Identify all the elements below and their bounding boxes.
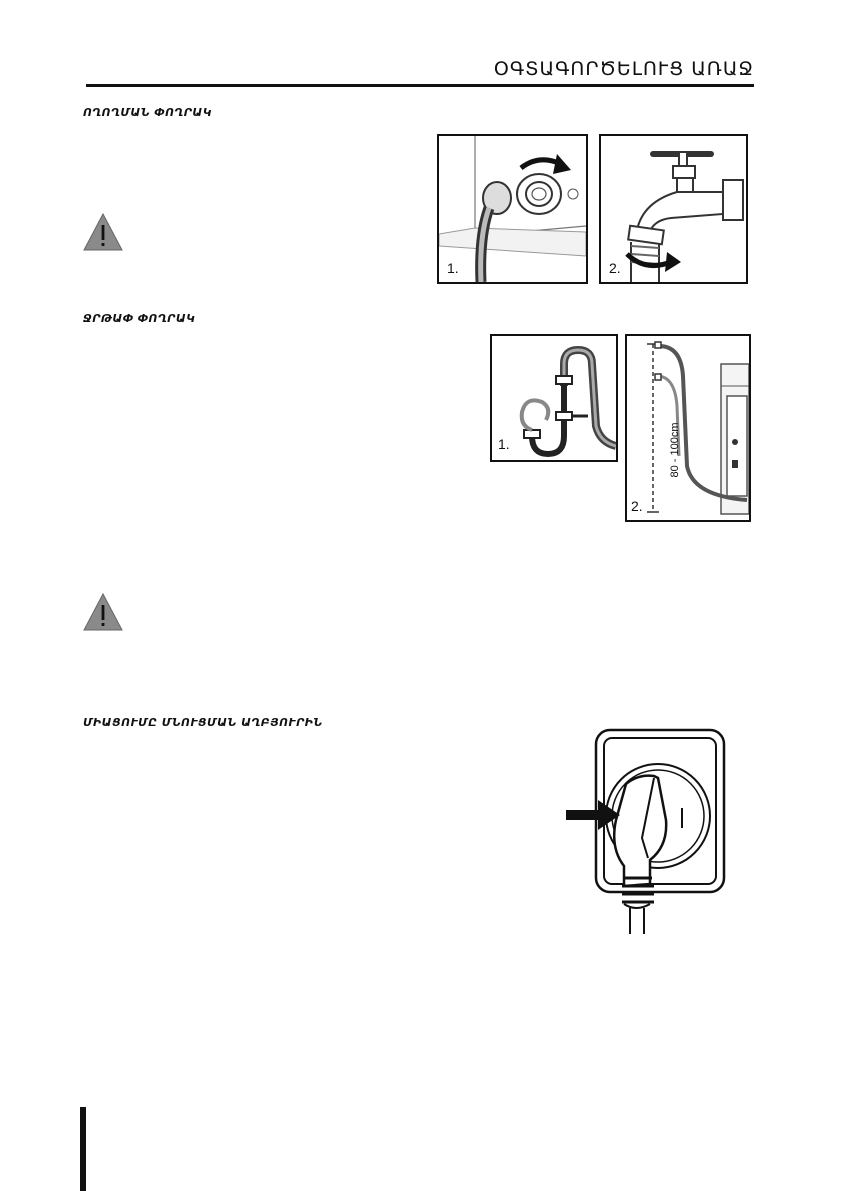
section-title-drain-hose: ՋՐԹԱՓ ՓՈՂՐԱԿ [83,312,196,325]
section-title-inlet-hose: ՈՂՈՂՄԱՆ ՓՈՂՐԱԿ [83,106,213,119]
header-rule [86,84,754,87]
step-number-2: 2. [609,260,621,276]
warning-icon [82,592,124,632]
step-number-2: 2. [631,498,643,514]
section-title-power-connection: ՄԻԱՑՈՒՄԸ ՄՆՈՒՑՄԱՆ ԱՂԲՅՈՒՐԻՆ [83,716,323,729]
power-plug-figure [558,728,730,936]
drain-height-label: 80 - 100cm [669,422,681,478]
drain-height-label-wrapper: 80 - 100cm [663,410,687,490]
inlet-figure-step1: 1. [437,134,588,284]
drain-figure-step1: 1. [490,334,618,462]
step-number-1: 1. [447,260,459,276]
drain-figure-step2: 80 - 100cm 2. [625,334,751,522]
page-header-title: ՕԳՏԱԳՈՐԾԵԼՈՒՑ ԱՌԱՋ [493,58,754,80]
inlet-figure-step2: 2. [599,134,748,284]
page-edge-bar [80,1107,86,1191]
warning-icon [82,212,124,252]
step-number-1: 1. [498,436,510,452]
